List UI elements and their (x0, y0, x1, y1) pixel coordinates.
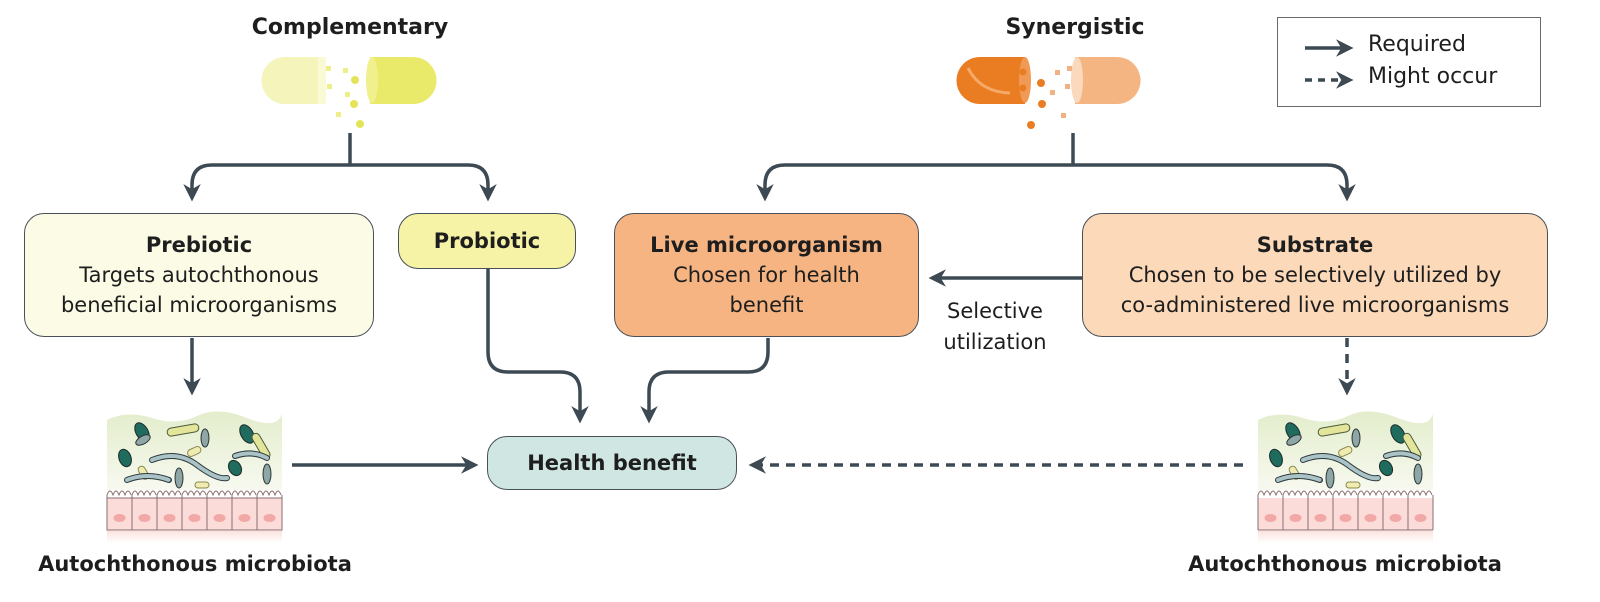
synergistic-capsule-icon (956, 57, 1141, 129)
substrate-desc-line-2: co-administered live microorganisms (1120, 293, 1510, 317)
substrate-title: Substrate (1256, 233, 1374, 257)
prebiotic-box: Prebiotic Targets autochthonous benefici… (24, 213, 374, 337)
right-microbiota-caption: Autochthonous microbiota (1188, 552, 1502, 576)
legend-might-occur-label: Might occur (1368, 64, 1498, 89)
complementary-capsule-icon (261, 57, 437, 128)
prebiotic-title: Prebiotic (145, 233, 253, 257)
prebiotic-desc-line-1: Targets autochthonous (79, 263, 319, 287)
probiotic-title: Probiotic (433, 229, 541, 253)
right-microbiota-illustration (1258, 411, 1433, 543)
arrow-live-to-health (640, 338, 770, 424)
heading-complementary: Complementary (251, 15, 449, 40)
selective-utilization-label: Selective utilization (925, 296, 1065, 358)
arrow-synergistic-split (756, 133, 1356, 202)
heading-synergistic: Synergistic (1005, 15, 1145, 40)
substrate-desc-line-1: Chosen to be selectively utilized by (1128, 263, 1502, 287)
substrate-box: Substrate Chosen to be selectively utili… (1082, 213, 1548, 337)
legend: Required Might occur (1277, 17, 1541, 107)
selective-utilization-line-1: Selective (947, 299, 1043, 323)
health-benefit-title: Health benefit (527, 451, 697, 475)
live-microorganism-desc-line-2: benefit (729, 293, 804, 317)
live-microorganism-desc-line-1: Chosen for health (673, 263, 860, 287)
live-microorganism-box: Live microorganism Chosen for health ben… (614, 213, 919, 337)
left-microbiota-caption: Autochthonous microbiota (38, 552, 352, 576)
arrow-probiotic-to-health (486, 269, 589, 424)
left-microbiota-illustration (107, 411, 282, 543)
legend-required-label: Required (1368, 32, 1466, 57)
live-microorganism-title: Live microorganism (650, 233, 883, 257)
prebiotic-desc-line-2: beneficial microorganisms (60, 293, 338, 317)
arrow-complementary-split (183, 133, 497, 202)
selective-utilization-line-2: utilization (943, 330, 1047, 354)
health-benefit-box: Health benefit (487, 436, 737, 490)
probiotic-box: Probiotic (398, 213, 576, 269)
